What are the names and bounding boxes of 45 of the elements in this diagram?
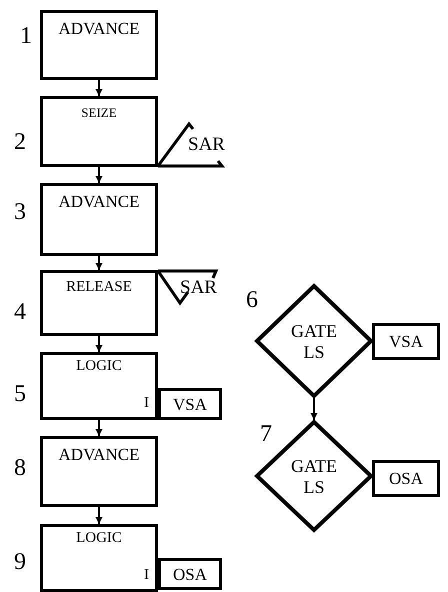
block-label: ADVANCE [58, 193, 140, 210]
facility-label: SAR [180, 278, 217, 297]
block-number: 2 [14, 130, 26, 154]
attribute-box [158, 558, 222, 590]
block-label: RELEASE [65, 280, 133, 295]
block-box [40, 352, 158, 420]
block-box [40, 270, 158, 336]
attribute-box [372, 460, 440, 497]
block-label: GATE LS [290, 321, 338, 363]
operand-label: I [144, 568, 149, 583]
block-number: 6 [246, 288, 258, 312]
flow-arrow [96, 507, 102, 524]
flow-arrow [96, 336, 102, 352]
flow-arrow [96, 80, 102, 96]
block-number: 4 [14, 300, 26, 324]
flow-arrow [96, 420, 102, 436]
block-box [40, 96, 158, 167]
block-box [40, 436, 158, 507]
block-label: ADVANCE [58, 20, 140, 37]
block-box [40, 524, 158, 592]
gate-diamond [255, 420, 373, 532]
block-box [40, 10, 158, 80]
block-label: VSA [388, 333, 424, 350]
block-number: 8 [14, 456, 26, 480]
block-number: 5 [14, 382, 26, 406]
block-label: VSA [172, 396, 208, 412]
block-label: SEIZE [80, 106, 118, 119]
facility-label: SAR [188, 135, 225, 154]
attribute-box [372, 323, 440, 360]
block-box [40, 183, 158, 256]
block-label: OSA [172, 566, 208, 582]
flow-arrow [310, 398, 318, 420]
flow-arrow [96, 256, 102, 270]
flow-arrow [96, 167, 102, 183]
block-label: GATE LS [290, 456, 338, 498]
operand-label: I [144, 396, 149, 411]
block-number: 3 [14, 200, 26, 224]
block-label: LOGIC [75, 359, 123, 374]
block-number: 9 [14, 550, 26, 574]
block-label: ADVANCE [58, 446, 140, 463]
block-label: LOGIC [75, 531, 123, 546]
block-number: 7 [260, 422, 272, 446]
attribute-box [158, 388, 222, 420]
block-number: 1 [20, 24, 32, 48]
block-label: OSA [388, 470, 424, 487]
